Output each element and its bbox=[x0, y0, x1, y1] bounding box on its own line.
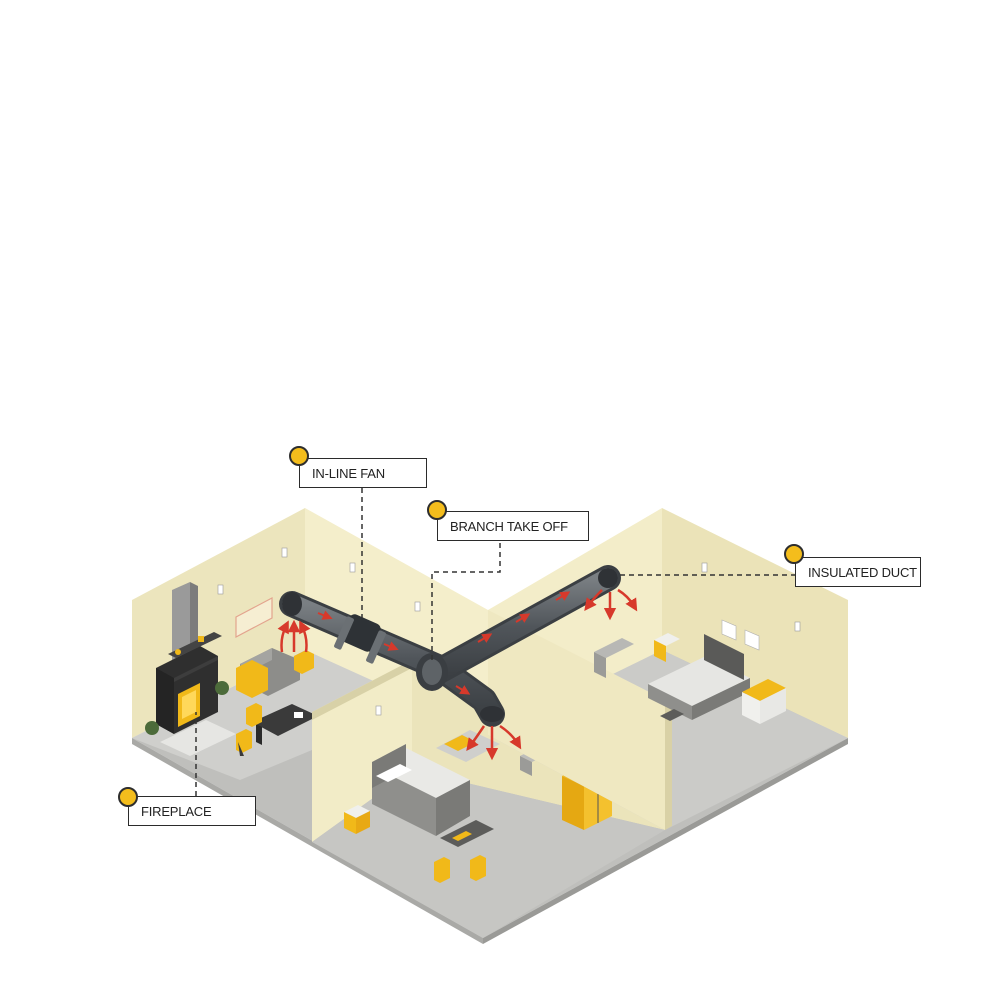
callout-marker-icon bbox=[427, 500, 447, 520]
leader-branch bbox=[431, 543, 501, 664]
callout-fireplace: FIREPLACE bbox=[128, 796, 256, 826]
callout-label-fan: IN-LINE FAN bbox=[312, 465, 385, 481]
callout-marker-icon bbox=[118, 787, 138, 807]
bedroom-right bbox=[488, 508, 848, 830]
callout-leaders bbox=[195, 488, 796, 796]
duct-flow-arrows bbox=[317, 591, 571, 695]
callout-label-duct: INSULATED DUCT bbox=[808, 564, 917, 580]
living-room bbox=[132, 508, 488, 780]
callout-branch-take-off: BRANCH TAKE OFF bbox=[437, 511, 589, 541]
callout-label-branch: BRANCH TAKE OFF bbox=[450, 518, 568, 534]
callout-label-fireplace: FIREPLACE bbox=[141, 803, 212, 819]
branch-take-off bbox=[416, 653, 448, 691]
fireplace bbox=[156, 582, 222, 734]
callout-marker-icon bbox=[289, 446, 309, 466]
callout-marker-icon bbox=[784, 544, 804, 564]
callout-insulated-duct: INSULATED DUCT bbox=[795, 557, 921, 587]
in-line-fan bbox=[334, 614, 386, 664]
callout-in-line-fan: IN-LINE FAN bbox=[299, 458, 427, 488]
vent-airflow-arrows bbox=[277, 588, 638, 761]
